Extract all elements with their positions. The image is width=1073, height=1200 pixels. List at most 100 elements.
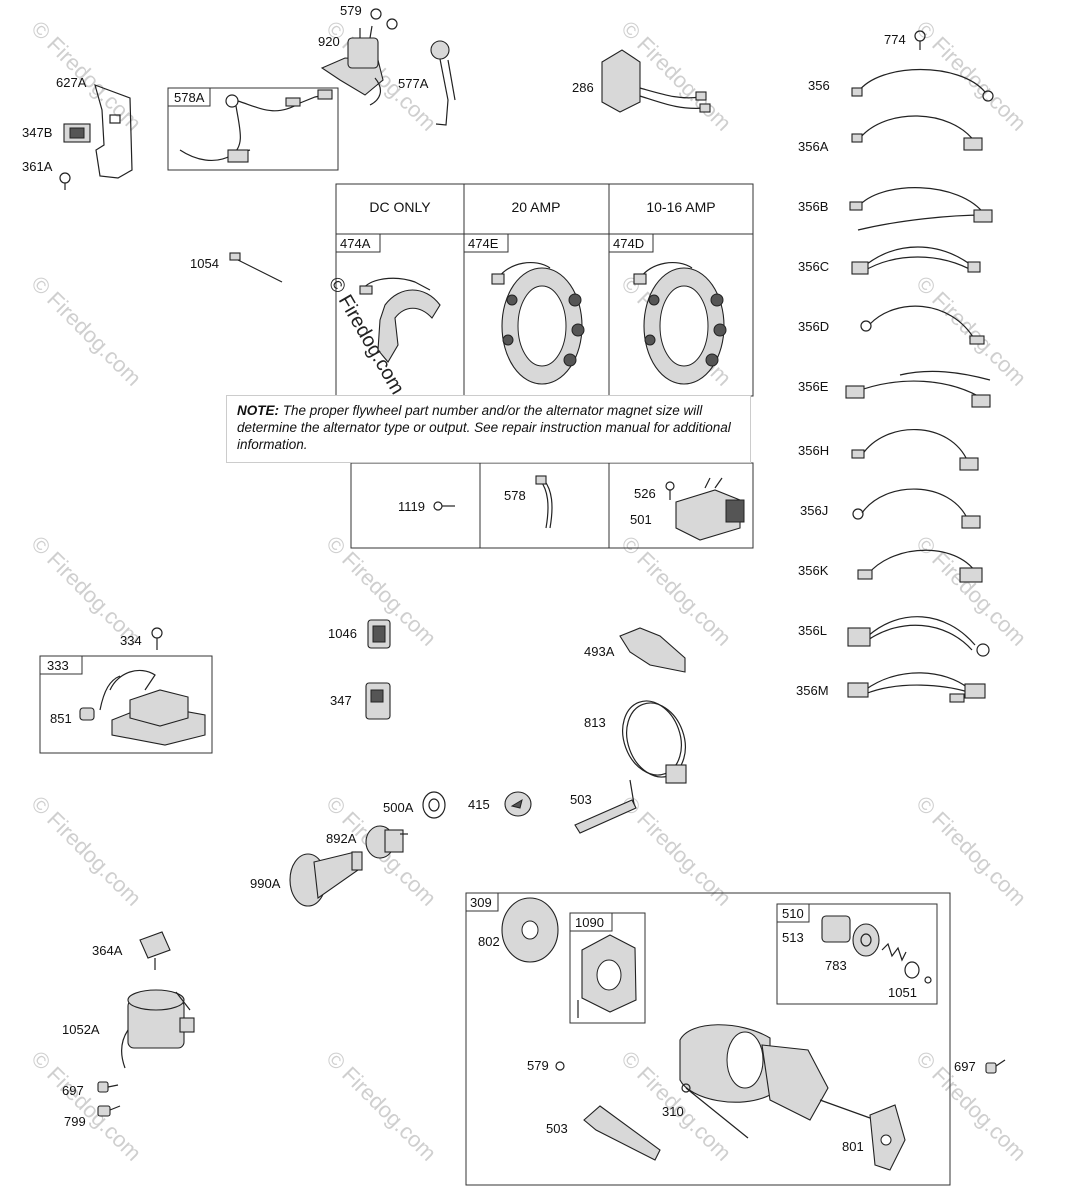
harness-356D bbox=[860, 305, 985, 345]
label-920: 920 bbox=[318, 34, 340, 49]
label-1119: 1119 bbox=[398, 499, 425, 514]
part-697-screw-left bbox=[97, 1081, 119, 1093]
label-774: 774 bbox=[884, 32, 906, 47]
box-1090-label: 1090 bbox=[575, 915, 604, 930]
part-578-wire bbox=[535, 475, 553, 529]
part-627A-bracket bbox=[94, 84, 133, 179]
part-1046-switch bbox=[367, 619, 391, 649]
part-783-gear bbox=[852, 923, 880, 957]
part-415-key-switch bbox=[504, 791, 532, 817]
harness-356M bbox=[847, 672, 986, 703]
part-503-plate-bottom bbox=[583, 1105, 661, 1161]
label-334: 334 bbox=[120, 633, 142, 648]
label-697-right: 697 bbox=[954, 1059, 976, 1074]
label-286: 286 bbox=[572, 80, 594, 95]
part-347B-switch bbox=[63, 123, 91, 143]
harness-356B bbox=[849, 187, 993, 231]
part-920-solenoid bbox=[320, 25, 384, 106]
box-1090-tag bbox=[569, 912, 613, 932]
part-503-plate bbox=[574, 779, 637, 834]
label-503-bottom: 503 bbox=[546, 1121, 568, 1136]
watermark: © Firedog.com bbox=[26, 271, 146, 391]
label-503-mid: 503 bbox=[570, 792, 592, 807]
box-578A-tag bbox=[167, 87, 211, 107]
part-799-screw bbox=[97, 1105, 121, 1117]
label-1046: 1046 bbox=[328, 626, 357, 641]
watermark: © Firedog.com bbox=[26, 16, 146, 136]
harness-356 bbox=[851, 69, 994, 102]
box-510 bbox=[776, 903, 938, 1005]
note-label: NOTE: bbox=[237, 403, 279, 418]
part-starter-housing bbox=[679, 1024, 771, 1103]
part-1119-screw bbox=[433, 501, 455, 511]
part-364A-sender bbox=[139, 931, 171, 970]
table-header-20-amp: 20 AMP bbox=[511, 199, 560, 215]
watermark: © Firedog.com bbox=[321, 1046, 441, 1166]
harness-356L bbox=[847, 616, 990, 657]
part-474E-stator bbox=[491, 261, 585, 385]
label-1054: 1054 bbox=[190, 256, 219, 271]
label-356J: 356J bbox=[800, 503, 828, 518]
label-356: 356 bbox=[808, 78, 830, 93]
part-361A-screw bbox=[59, 172, 71, 190]
part-801-end-cap bbox=[869, 1104, 906, 1171]
part-578A-harness bbox=[179, 89, 333, 163]
label-356D: 356D bbox=[798, 319, 829, 334]
box-309 bbox=[465, 892, 951, 1186]
label-577A: 577A bbox=[398, 76, 429, 91]
part-333-coil bbox=[99, 669, 206, 746]
label-347B: 347B bbox=[22, 125, 52, 140]
harness-356J bbox=[852, 488, 981, 529]
part-526-screw bbox=[665, 481, 675, 500]
part-286-module bbox=[601, 49, 711, 113]
harness-356E bbox=[845, 370, 991, 408]
label-356A: 356A bbox=[798, 139, 829, 154]
watermark: © Firedog.com bbox=[26, 791, 146, 911]
label-501: 501 bbox=[630, 512, 652, 527]
note-text: The proper flywheel part number and/or t… bbox=[237, 403, 731, 452]
box-333 bbox=[39, 655, 213, 754]
label-578: 578 bbox=[504, 488, 526, 503]
box-333-tag bbox=[39, 655, 83, 675]
note-box: NOTE: The proper flywheel part number an… bbox=[226, 395, 751, 463]
label-356B: 356B bbox=[798, 199, 828, 214]
part-577A-cable bbox=[430, 40, 456, 126]
label-627A: 627A bbox=[56, 75, 87, 90]
part-1054-wire bbox=[229, 252, 283, 283]
part-310-bolt bbox=[681, 1083, 749, 1139]
watermark: © Firedog.com bbox=[26, 1046, 146, 1166]
label-356M: 356M bbox=[796, 683, 829, 698]
box-309-label: 309 bbox=[470, 895, 492, 910]
label-801: 801 bbox=[842, 1139, 864, 1154]
label-500A: 500A bbox=[383, 800, 414, 815]
part-579-nuts bbox=[370, 8, 398, 30]
watermark: © Firedog.com bbox=[911, 16, 1031, 136]
harness-356H bbox=[851, 428, 979, 471]
label-799: 799 bbox=[64, 1114, 86, 1129]
label-415: 415 bbox=[468, 797, 490, 812]
label-990A: 990A bbox=[250, 876, 281, 891]
box-578A bbox=[167, 87, 339, 171]
harness-356A bbox=[851, 115, 983, 151]
label-579-bottom: 579 bbox=[527, 1058, 549, 1073]
label-356E: 356E bbox=[798, 379, 829, 394]
part-697-screw-right bbox=[985, 1059, 1006, 1074]
label-356H: 356H bbox=[798, 443, 829, 458]
part-493A-bracket bbox=[619, 627, 686, 673]
label-513: 513 bbox=[782, 930, 804, 945]
box-578A-label: 578A bbox=[174, 90, 205, 105]
part-813-strap bbox=[622, 700, 687, 784]
label-356L: 356L bbox=[798, 623, 827, 638]
harness-356C bbox=[851, 246, 981, 275]
label-526: 526 bbox=[634, 486, 656, 501]
label-364A: 364A bbox=[92, 943, 123, 958]
label-892A: 892A bbox=[326, 831, 357, 846]
watermark: © Firedog.com bbox=[911, 271, 1031, 391]
label-1052A: 1052A bbox=[62, 1022, 100, 1037]
label-310: 310 bbox=[662, 1104, 684, 1119]
box-333-label: 333 bbox=[47, 658, 69, 673]
label-783: 783 bbox=[825, 958, 847, 973]
harness-356K bbox=[857, 549, 983, 583]
label-697-left: 697 bbox=[62, 1083, 84, 1098]
